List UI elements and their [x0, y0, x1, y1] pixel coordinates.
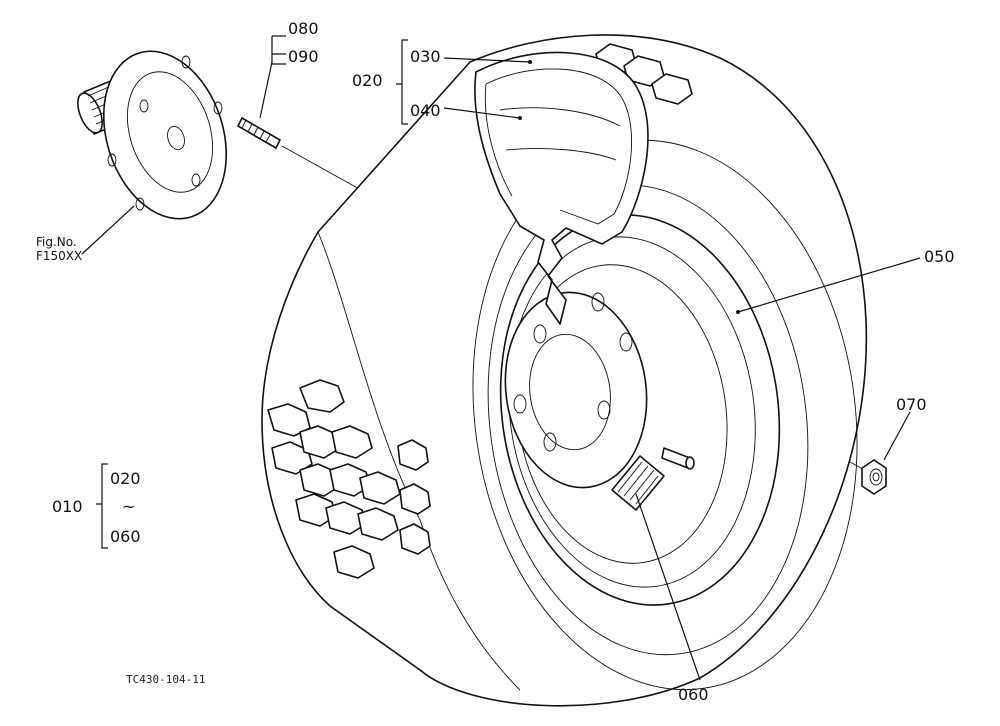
leader-lines — [81, 35, 921, 681]
label-010: 010 — [52, 497, 83, 516]
label-010-to: 060 — [110, 527, 141, 546]
tread-blocks-left — [267, 379, 431, 579]
label-040: 040 — [410, 101, 441, 120]
fig-ref-line2: F150XX — [36, 249, 82, 263]
wheel-hub — [77, 50, 228, 220]
wheel-nut — [861, 459, 887, 495]
label-020-top: 020 — [352, 71, 383, 90]
label-060: 060 — [678, 685, 709, 704]
label-010-from: 020 — [110, 469, 141, 488]
drawing-code: TC430-104-11 — [126, 673, 205, 686]
decal-060 — [611, 455, 665, 511]
label-070: 070 — [896, 395, 927, 414]
wheel-rim — [499, 214, 781, 606]
label-010-tilde: ~ — [122, 497, 135, 516]
tire-cross-section — [474, 51, 649, 325]
callout-labels: 080 090 020 030 040 050 070 060 010 020 … — [36, 19, 955, 704]
label-080: 080 — [288, 19, 319, 38]
label-090: 090 — [288, 47, 319, 66]
label-030: 030 — [410, 47, 441, 66]
stud-bolt — [237, 117, 281, 149]
label-050: 050 — [924, 247, 955, 266]
fig-ref-line1: Fig.No. — [36, 235, 77, 249]
